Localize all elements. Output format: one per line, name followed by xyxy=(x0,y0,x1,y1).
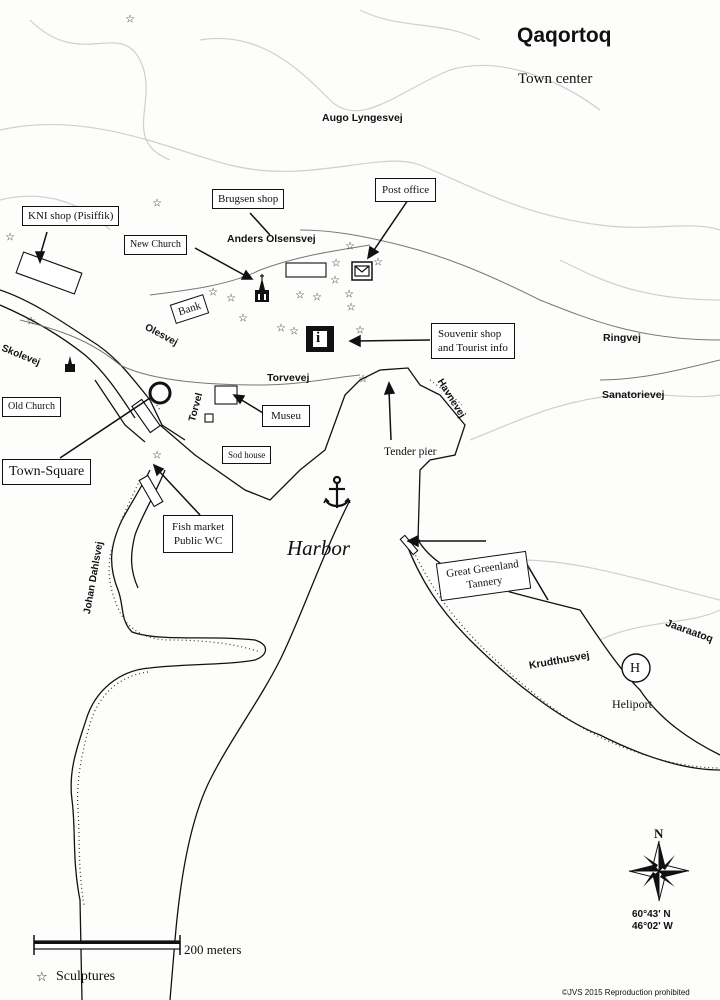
street-sanatorievej[interactable]: Sanatorievej xyxy=(602,389,665,401)
label-souvenir-line1: Souvenir shop xyxy=(438,328,502,340)
street-anders-olsensvej[interactable]: Anders Olsensvej xyxy=(227,233,316,245)
sculpture-icon[interactable]: ☆ xyxy=(345,239,355,253)
sculpture-icon[interactable]: ☆ xyxy=(226,291,236,305)
brugsen-shop-building[interactable] xyxy=(285,262,327,278)
sculpture-icon[interactable]: ☆ xyxy=(26,314,36,328)
sculpture-icon[interactable]: ☆ xyxy=(276,321,286,335)
label-heliport[interactable]: Heliport xyxy=(612,697,652,711)
sculpture-icon[interactable]: ☆ xyxy=(344,287,354,301)
label-town-square[interactable]: Town-Square xyxy=(2,459,92,485)
sod-house-building[interactable] xyxy=(204,413,214,423)
pointer-lines xyxy=(34,199,549,601)
roads xyxy=(19,229,720,386)
old-church-icon[interactable] xyxy=(65,356,75,372)
buildings xyxy=(15,251,419,556)
copyright-notice: ©JVS 2015 Reproduction prohibited xyxy=(562,988,690,997)
label-new-church[interactable]: New Church xyxy=(124,235,187,255)
kni-shop-building[interactable] xyxy=(15,251,83,295)
church-icon[interactable] xyxy=(255,274,269,302)
label-museum[interactable]: Museu xyxy=(262,405,310,427)
street-torvevej[interactable]: Torvevej xyxy=(267,372,310,384)
info-symbol: i xyxy=(316,330,321,346)
heliport-symbol: H xyxy=(630,661,641,676)
label-old-church[interactable]: Old Church xyxy=(2,397,61,417)
street-augo-lyngesvej[interactable]: Augo Lyngesvej xyxy=(322,112,403,124)
sculpture-icon[interactable]: ☆ xyxy=(355,323,365,337)
sculpture-icon[interactable]: ☆ xyxy=(238,311,248,325)
sculpture-icon[interactable]: ☆ xyxy=(152,448,162,462)
sculpture-icon[interactable]: ☆ xyxy=(373,255,383,269)
sculpture-icon[interactable]: ☆ xyxy=(208,285,218,299)
label-tender-pier[interactable]: Tender pier xyxy=(384,446,437,458)
sculpture-icon[interactable]: ☆ xyxy=(331,256,341,270)
map-subtitle: Town center xyxy=(518,71,593,87)
legend-sculpture-icon: ☆ xyxy=(36,970,48,985)
label-sod-house[interactable]: Sod house xyxy=(222,446,272,464)
label-fish-market[interactable]: Fish market Public WC xyxy=(163,515,234,553)
shore-dots xyxy=(77,379,720,906)
label-post-office[interactable]: Post office xyxy=(375,178,437,202)
compass-rose-icon xyxy=(628,840,690,902)
label-kni-shop[interactable]: KNI shop (Pisiffik) xyxy=(22,206,120,226)
scale-bar xyxy=(33,935,181,955)
sculpture-icon[interactable]: ☆ xyxy=(125,12,135,26)
label-fish-market-line2: Public WC xyxy=(173,535,223,547)
compass-north: N xyxy=(654,826,664,841)
map-title: Qaqortoq xyxy=(517,24,612,47)
sculpture-icon[interactable]: ☆ xyxy=(358,372,368,386)
compass-latitude: 60°43' N xyxy=(632,909,671,920)
label-fish-market-line1: Fish market xyxy=(172,521,225,533)
town-square-building xyxy=(131,398,161,434)
sculpture-icon[interactable]: ☆ xyxy=(330,273,340,287)
sculpture-icon[interactable]: ☆ xyxy=(295,288,305,302)
label-souvenir-shop[interactable]: Souvenir shop and Tourist info xyxy=(431,323,515,359)
heliport-marker[interactable] xyxy=(621,653,651,683)
sculpture-icon[interactable]: ☆ xyxy=(152,196,162,210)
coastline xyxy=(0,289,720,1000)
envelope-icon[interactable] xyxy=(351,261,373,281)
sculpture-icon[interactable]: ☆ xyxy=(346,300,356,314)
anchor-icon xyxy=(323,475,351,508)
street-ringvej[interactable]: Ringvej xyxy=(603,332,641,344)
compass-longitude: 46°02' W xyxy=(632,921,673,932)
scale-label: 200 meters xyxy=(184,942,242,957)
label-harbor: Harbor xyxy=(287,536,351,560)
fish-market-building[interactable] xyxy=(138,474,164,508)
terrain-contours xyxy=(0,9,720,641)
label-brugsen-shop[interactable]: Brugsen shop xyxy=(212,189,285,209)
legend-label: Sculptures xyxy=(56,969,116,984)
sculpture-icon[interactable]: ☆ xyxy=(312,290,322,304)
town-square-marker[interactable] xyxy=(148,381,172,405)
sculpture-icon[interactable]: ☆ xyxy=(5,230,15,244)
label-souvenir-line2: and Tourist info xyxy=(438,342,508,354)
info-icon[interactable] xyxy=(306,326,334,352)
sculpture-icon[interactable]: ☆ xyxy=(289,324,299,338)
